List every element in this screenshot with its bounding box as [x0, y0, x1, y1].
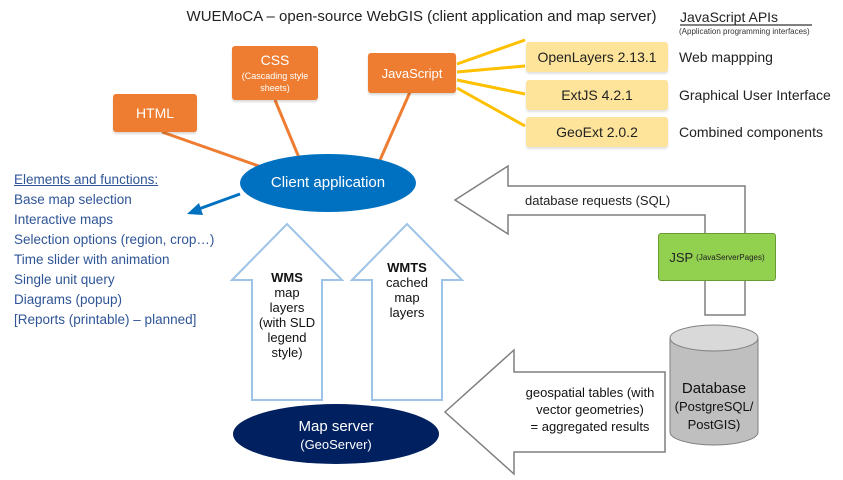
wmts-title: WMTS	[387, 260, 427, 275]
wms-line: style)	[271, 345, 303, 360]
geo-tables-text: geospatial tables (with vector geometrie…	[515, 384, 665, 435]
function-item: Time slider with animation	[14, 252, 170, 267]
database-title: Database	[681, 380, 747, 397]
css-sublabel: (Cascading style sheets)	[241, 71, 309, 93]
functions-arrow-line	[195, 192, 241, 212]
wms-arrow	[229, 222, 345, 401]
database-line: PostGIS)	[687, 417, 741, 432]
function-item: Selection options (region, crop…)	[14, 232, 215, 247]
html-box: HTML	[113, 94, 197, 132]
wms-line: legend	[267, 330, 307, 345]
api-desc-openlayers: Web mappping	[679, 49, 773, 65]
geo-tables-line: geospatial tables (with	[525, 385, 655, 400]
api-name-geoext: GeoExt 2.0.2	[556, 124, 638, 140]
api-connector-3	[456, 78, 526, 96]
wms-line: map	[274, 285, 300, 300]
css-box: CSS (Cascading style sheets)	[232, 46, 318, 100]
wmts-text: WMTS cached map layers	[372, 260, 442, 320]
html-label: HTML	[135, 105, 175, 121]
jsp-box: JSP (JavaServerPages)	[658, 233, 776, 281]
db-requests-label: database requests (SQL)	[525, 193, 671, 208]
function-item: Diagrams (popup)	[14, 292, 123, 307]
api-box-geoext: GeoExt 2.0.2	[526, 117, 668, 147]
function-item: Interactive maps	[14, 212, 114, 227]
function-item: Base map selection	[14, 192, 132, 207]
api-name-openlayers: OpenLayers 2.13.1	[537, 49, 657, 65]
db-requests-arrow	[453, 164, 746, 316]
api-connector-4	[456, 86, 526, 128]
diagram-title: WUEMoCA – open-source WebGIS (client app…	[186, 8, 657, 25]
javascript-label: JavaScript	[381, 65, 443, 81]
db-cylinder-body	[669, 338, 759, 446]
function-item: [Reports (printable) – planned]	[14, 312, 197, 327]
html-connector	[161, 130, 271, 172]
api-desc-geoext: Combined components	[679, 124, 823, 140]
map-server-subtitle: (GeoServer)	[300, 437, 372, 452]
wms-title: WMS	[271, 270, 303, 285]
api-desc-extjs: Graphical User Interface	[679, 87, 831, 103]
api-header-subtitle: (Application programming interfaces)	[679, 27, 810, 36]
api-box-extjs: ExtJS 4.2.1	[526, 80, 668, 110]
api-name-extjs: ExtJS 4.2.1	[561, 87, 633, 103]
api-connector-2	[456, 64, 526, 74]
database-line: (PostgreSQL/	[674, 399, 754, 414]
api-header-title: JavaScript APIs	[680, 9, 779, 25]
api-connector-1	[456, 38, 526, 66]
wmts-line: map	[394, 290, 420, 305]
geo-tables-arrow	[443, 348, 666, 476]
css-label: CSS	[260, 52, 290, 68]
function-item: Single unit query	[14, 272, 115, 287]
jsp-label: JSP	[669, 249, 694, 265]
wmts-line: layers	[389, 305, 425, 320]
server-ellipse	[233, 404, 439, 464]
functions-arrowhead	[187, 203, 203, 215]
geo-tables-line: vector geometries)	[536, 402, 644, 417]
client-ellipse	[240, 154, 416, 212]
db-cylinder-top	[669, 324, 759, 352]
functions-header: Elements and functions:	[14, 172, 159, 187]
javascript-box: JavaScript	[368, 53, 456, 93]
jsp-sublabel: (JavaServerPages)	[696, 252, 765, 262]
map-server-label: Map server (GeoServer)	[233, 418, 439, 454]
javascript-connector	[378, 91, 412, 161]
wmts-line: cached	[386, 275, 428, 290]
api-box-openlayers: OpenLayers 2.13.1	[526, 42, 668, 72]
database-label: Database (PostgreSQL/ PostGIS)	[670, 380, 758, 434]
wmts-arrow	[349, 222, 465, 401]
geo-tables-line: = aggregated results	[530, 419, 650, 434]
map-server-title: Map server	[298, 418, 374, 435]
wms-text: WMS map layers (with SLD legend style)	[252, 270, 322, 360]
client-application-label: Client application	[270, 174, 386, 191]
wms-line: (with SLD	[258, 315, 316, 330]
css-connector	[273, 99, 302, 161]
wms-line: layers	[269, 300, 305, 315]
